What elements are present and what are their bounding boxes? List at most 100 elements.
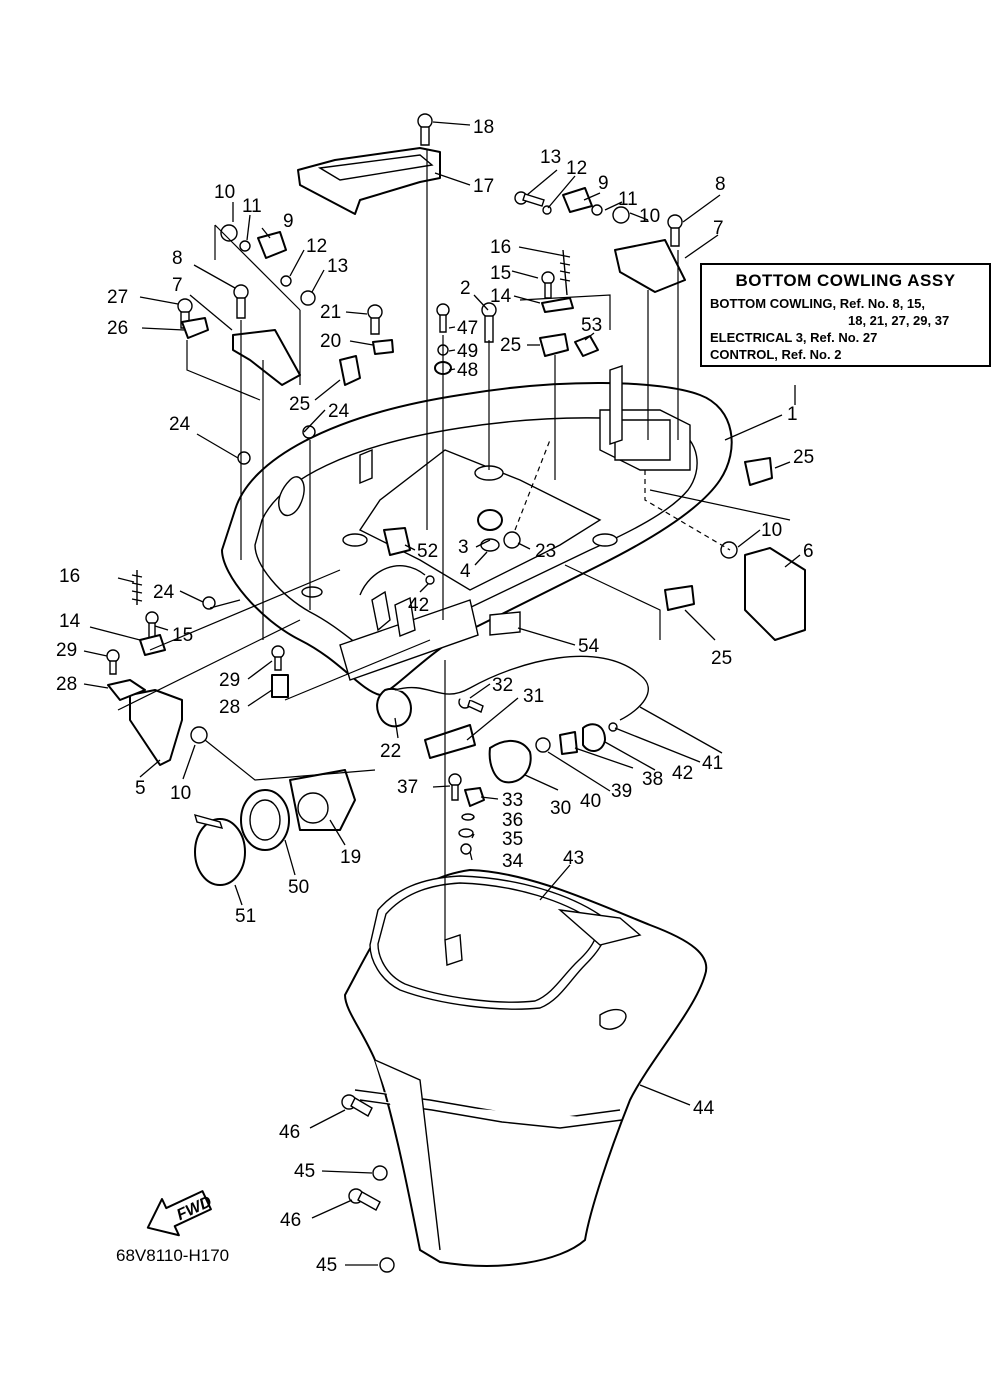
clip-52 xyxy=(383,527,411,556)
callout-40: 40 xyxy=(580,791,601,812)
washer-40 xyxy=(535,737,551,753)
callout-3: 3 xyxy=(458,537,469,558)
callout-39: 39 xyxy=(611,781,632,802)
callout-17: 17 xyxy=(473,176,494,197)
callout-54: 54 xyxy=(578,636,600,657)
callout-18: 18 xyxy=(473,117,494,138)
hose-41 xyxy=(359,565,649,721)
callout-25-c: 25 xyxy=(793,447,814,468)
bolt-13-right xyxy=(514,191,545,207)
callout-30: 30 xyxy=(550,798,571,819)
remote-control-19-face xyxy=(297,792,329,824)
callout-22: 22 xyxy=(380,741,401,762)
clip-33 xyxy=(464,787,485,807)
callout-13-right: 13 xyxy=(540,147,561,168)
callout-9-left: 9 xyxy=(283,211,294,232)
callout-43: 43 xyxy=(563,848,584,869)
callout-51: 51 xyxy=(235,906,256,927)
callout-9-right: 9 xyxy=(598,173,609,194)
legend-box: BOTTOM COWLING ASSY BOTTOM COWLING, Ref.… xyxy=(700,263,991,367)
bolt-21 xyxy=(367,304,383,335)
clip-42-lower xyxy=(608,722,618,732)
callout-14-left: 14 xyxy=(59,611,81,632)
legend-line-2: 18, 21, 27, 29, 37 xyxy=(848,313,950,328)
clip-42-upper xyxy=(425,575,435,585)
bolt-29-right xyxy=(271,645,285,671)
bolt-24-b xyxy=(237,451,251,465)
clip-26 xyxy=(181,317,209,339)
callout-52: 52 xyxy=(417,541,438,562)
plate-14-left xyxy=(139,634,166,656)
callout-14-right: 14 xyxy=(490,286,512,307)
plate-14-right xyxy=(541,297,574,313)
callout-45-upper: 45 xyxy=(294,1161,315,1182)
legend-line-3: ELECTRICAL 3, Ref. No. 27 xyxy=(710,330,878,345)
callout-8-left: 8 xyxy=(172,248,183,269)
bolt-2 xyxy=(481,302,497,343)
callout-29-left: 29 xyxy=(56,640,77,661)
callout-50: 50 xyxy=(288,877,309,898)
bolt-46-upper xyxy=(341,1094,373,1117)
callout-numbers: 1 2 3 4 5 6 7 7 8 8 9 9 10 10 10 10 11 1… xyxy=(56,117,814,1276)
nut-45-lower xyxy=(379,1257,395,1273)
callout-53: 53 xyxy=(581,315,602,336)
nut-34 xyxy=(460,843,472,855)
bolt-47 xyxy=(436,303,450,333)
callout-12-right: 12 xyxy=(566,158,587,179)
bracket-7-left xyxy=(232,329,301,386)
callout-23: 23 xyxy=(535,541,556,562)
callout-38: 38 xyxy=(642,769,663,790)
bottom-cowling-tray xyxy=(221,365,733,696)
fitting-23 xyxy=(503,531,521,549)
clip-28-right xyxy=(271,674,289,698)
pad-25-c xyxy=(744,457,773,486)
callout-8-right: 8 xyxy=(715,174,726,195)
legend-title: BOTTOM COWLING ASSY xyxy=(735,271,956,290)
callout-28-right: 28 xyxy=(219,697,240,718)
callout-4: 4 xyxy=(460,561,471,582)
callout-7-right: 7 xyxy=(713,218,724,239)
diagram-code: 68V8110-H170 xyxy=(116,1246,230,1265)
callout-42-upper: 42 xyxy=(408,595,429,616)
callout-24-c: 24 xyxy=(153,582,175,603)
callout-46-upper: 46 xyxy=(279,1122,300,1143)
callout-19: 19 xyxy=(340,847,361,868)
callout-16-right: 16 xyxy=(490,237,511,258)
callout-15-right: 15 xyxy=(490,263,511,284)
callout-25-b: 25 xyxy=(500,335,521,356)
callout-10-c: 10 xyxy=(761,520,782,541)
callout-10-b: 10 xyxy=(639,206,660,227)
bolt-15-right xyxy=(541,271,555,299)
bolt-8-left xyxy=(233,284,249,319)
nut-38 xyxy=(582,723,606,752)
callout-26: 26 xyxy=(107,318,128,339)
holder-9-right xyxy=(562,187,593,213)
pad-25-b xyxy=(539,333,569,357)
callout-37: 37 xyxy=(397,777,418,798)
callout-1: 1 xyxy=(787,404,798,425)
bolt-15-left xyxy=(145,611,159,639)
callout-10-d: 10 xyxy=(170,783,191,804)
callout-33: 33 xyxy=(502,790,523,811)
holder-9-left xyxy=(257,231,287,259)
grommet-10-lower xyxy=(190,726,208,744)
lever-5 xyxy=(129,689,183,766)
callout-2: 2 xyxy=(460,278,471,299)
washer-12-left xyxy=(280,275,292,287)
bracket-7-right xyxy=(614,239,686,293)
callout-25-d: 25 xyxy=(711,648,732,669)
bolts xyxy=(106,113,683,1273)
callout-11-right: 11 xyxy=(618,189,638,210)
nut-45-upper xyxy=(372,1165,388,1181)
cap-30 xyxy=(488,740,532,784)
bolt-29-left xyxy=(106,649,120,675)
callout-11-left: 11 xyxy=(242,196,262,217)
callout-36: 36 xyxy=(502,810,523,831)
callout-41: 41 xyxy=(702,753,723,774)
callout-25-a: 25 xyxy=(289,394,310,415)
bolt-18 xyxy=(417,113,433,146)
assembly-lines xyxy=(117,150,791,940)
fitting-39 xyxy=(559,731,578,755)
pad-25-d xyxy=(664,585,695,611)
